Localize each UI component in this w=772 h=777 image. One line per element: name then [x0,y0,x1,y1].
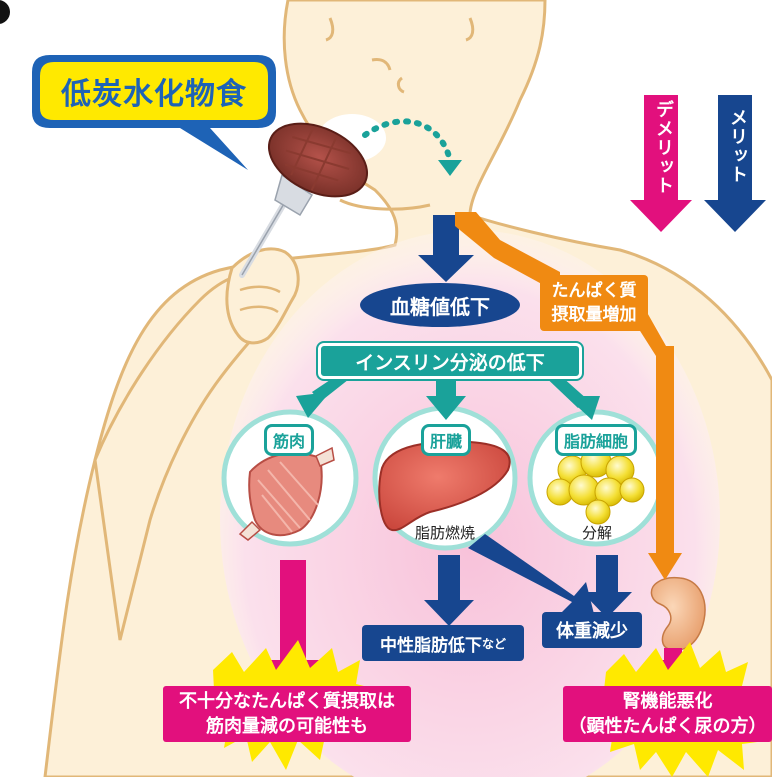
muscle-tag: 筋肉 [264,424,315,456]
insulin-node: インスリン分泌の低下 [318,343,582,379]
blood-sugar-node: 血糖値低下 [360,283,520,327]
protein-intake-node: たんぱく質 摂取量増加 [540,275,648,331]
speech-bubble [32,55,276,170]
protein-intake-line1: たんぱく質 [551,281,637,301]
weight-loss-node: 体重減少 [542,612,642,648]
neutral-fat-label: 中性脂肪低下 [379,635,482,656]
neutral-fat-suffix: など [481,636,506,651]
liver-tag: 肝臓 [421,424,472,456]
corner-dot [0,0,10,24]
kidney-warning-line1: 腎機能悪化 [622,691,713,712]
legend-merit-label: メリット [727,108,748,184]
muscle-illustration [238,446,335,541]
legend-demerit-arrow [630,95,692,232]
kidney-illustration [650,576,706,651]
arrow-fat-burn-to-weight [468,534,594,614]
legend-demerit-label: デメリット [653,100,674,195]
muscle-warning-node: 不十分なたんぱく質摂取は 筋肉量減の可能性も [163,686,411,742]
fat-cells-illustration [546,446,645,525]
neutral-fat-node: 中性脂肪低下など [362,625,524,661]
fat-cell-tag: 脂肪細胞 [555,424,638,456]
speech-label: 低炭水化物食 [61,77,247,112]
arm [93,271,287,641]
breakdown-label: 分解 [581,524,612,542]
orange-arrow [455,212,682,580]
kidney-warning-line2: （顕性たんぱく尿の方） [568,716,767,737]
kidney-warning-node: 腎機能悪化 （顕性たんぱく尿の方） [563,686,772,742]
swallow-arrow [362,118,453,163]
meat [267,122,369,198]
fat-burn-label: 脂肪燃焼 [414,524,475,542]
muscle-warning-line2: 筋肉量減の可能性も [206,716,368,737]
legend-merit-arrow [704,95,766,232]
muscle-warning-line1: 不十分なたんぱく質摂取は [179,691,395,712]
protein-intake-line2: 摂取量増加 [551,305,637,325]
